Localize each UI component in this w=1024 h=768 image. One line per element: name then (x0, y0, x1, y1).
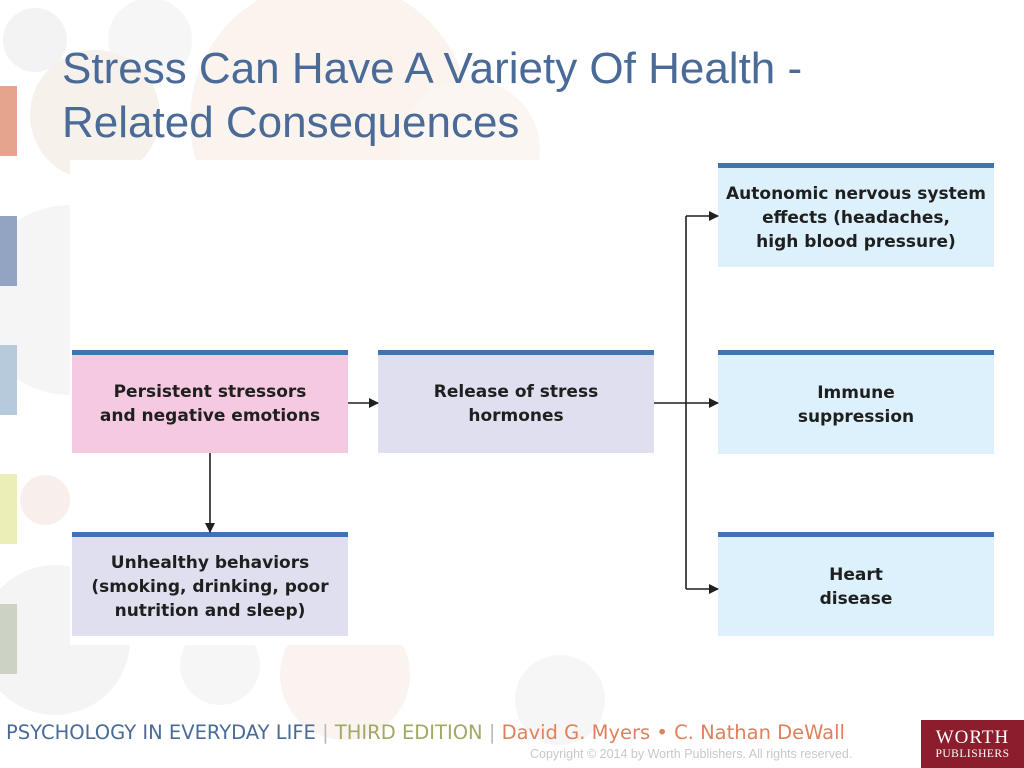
node-label: Autonomic nervous system (726, 183, 986, 204)
node-persistent-stressors: Persistent stressors and negative emotio… (72, 350, 348, 453)
node-immune-suppression: Immune suppression (718, 350, 994, 454)
node-label: high blood pressure) (756, 231, 956, 252)
color-tab (0, 604, 17, 674)
node-autonomic-effects: Autonomic nervous system effects (headac… (718, 163, 994, 267)
node-label: Unhealthy behaviors (110, 552, 310, 573)
node-label: (smoking, drinking, poor (91, 576, 329, 597)
node-label: Persistent stressors (113, 382, 307, 402)
color-tab (0, 345, 17, 415)
node-label: suppression (797, 406, 915, 427)
node-label: nutrition and sleep) (114, 600, 306, 621)
book-title: PSYCHOLOGY IN EVERYDAY LIFE (6, 721, 316, 744)
edition-label: THIRD EDITION (334, 721, 483, 744)
copyright-notice: Copyright © 2014 by Worth Publishers. Al… (530, 747, 853, 761)
footer-credits: PSYCHOLOGY IN EVERYDAY LIFE | THIRD EDIT… (6, 721, 845, 744)
footer-separator: | (322, 721, 329, 744)
color-tab (0, 86, 17, 156)
logo-text: PUBLISHERS (935, 747, 1010, 760)
color-tab (0, 216, 17, 286)
footer-separator: | (488, 721, 496, 744)
author-names: David G. Myers • C. Nathan DeWall (501, 721, 845, 744)
publisher-logo: WORTH PUBLISHERS (921, 720, 1024, 768)
node-heart-disease: Heart disease (718, 532, 994, 636)
node-label: Release of stress (433, 382, 599, 402)
node-label: disease (819, 588, 893, 609)
node-stress-hormones: Release of stress hormones (378, 350, 654, 453)
node-label: effects (headaches, (762, 207, 950, 228)
color-tab (0, 474, 17, 544)
node-label: Heart (829, 564, 883, 585)
title-line: Stress Can Have A Variety Of Health - (62, 44, 803, 93)
slide-title: Stress Can Have A Variety Of Health - Re… (62, 42, 962, 150)
title-line: Related Consequences (62, 98, 520, 147)
node-label: Immune (817, 382, 895, 403)
node-label: and negative emotions (99, 406, 321, 426)
logo-text: WORTH (935, 726, 1010, 748)
node-label: hormones (468, 406, 564, 426)
node-unhealthy-behaviors: Unhealthy behaviors (smoking, drinking, … (72, 532, 348, 636)
